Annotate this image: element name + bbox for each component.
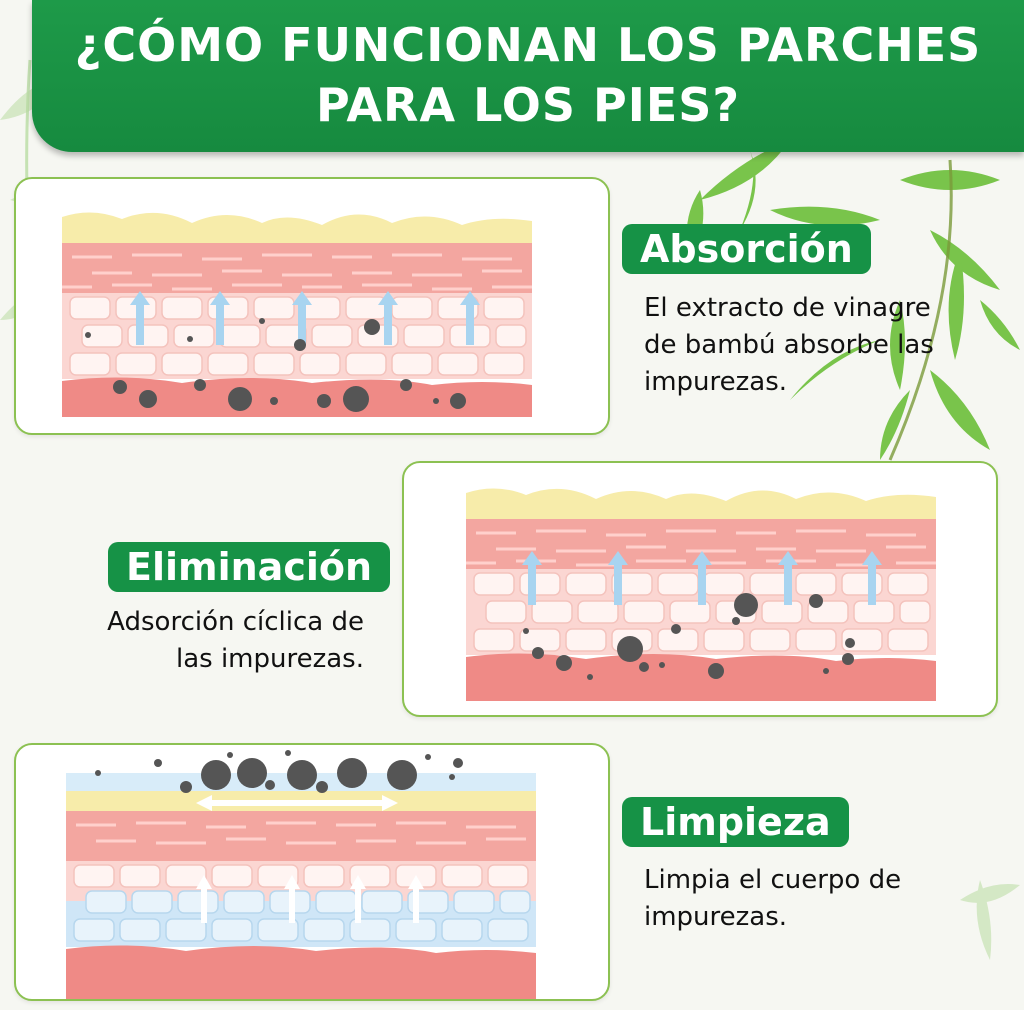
skin-diagram-elimination <box>466 488 936 701</box>
title-line-1: ¿CÓMO FUNCIONAN LOS PARCHES <box>74 18 982 72</box>
absorption-illustration-panel <box>14 177 610 435</box>
title-banner: ¿CÓMO FUNCIONAN LOS PARCHES PARA LOS PIE… <box>32 0 1024 152</box>
skin-diagram-cleaning <box>66 750 536 999</box>
absorption-text-line-1: El extracto de vinagre <box>644 293 931 323</box>
absorption-description: El extracto de vinagre de bambú absorbe … <box>644 290 934 401</box>
elimination-description: Adsorción cíclica de las impurezas. <box>107 604 364 678</box>
absorption-text-line-2: de bambú absorbe las <box>644 330 934 360</box>
elimination-heading: Eliminación <box>108 542 391 592</box>
cleaning-heading: Limpieza <box>622 797 849 847</box>
elimination-illustration-panel <box>402 461 998 717</box>
skin-diagram-absorption <box>62 212 532 417</box>
elimination-text-line-2: las impurezas. <box>175 644 364 674</box>
absorption-text-line-3: impurezas. <box>644 367 788 397</box>
cleaning-text-line-1: Limpia el cuerpo de <box>644 865 902 895</box>
elimination-text-line-1: Adsorción cíclica de <box>107 607 364 637</box>
cleaning-illustration-panel <box>14 743 610 1001</box>
cleaning-description: Limpia el cuerpo de impurezas. <box>644 862 901 936</box>
title-line-2: PARA LOS PIES? <box>315 78 741 132</box>
absorption-heading: Absorción <box>622 224 871 274</box>
cleaning-text-line-2: impurezas. <box>644 902 788 932</box>
